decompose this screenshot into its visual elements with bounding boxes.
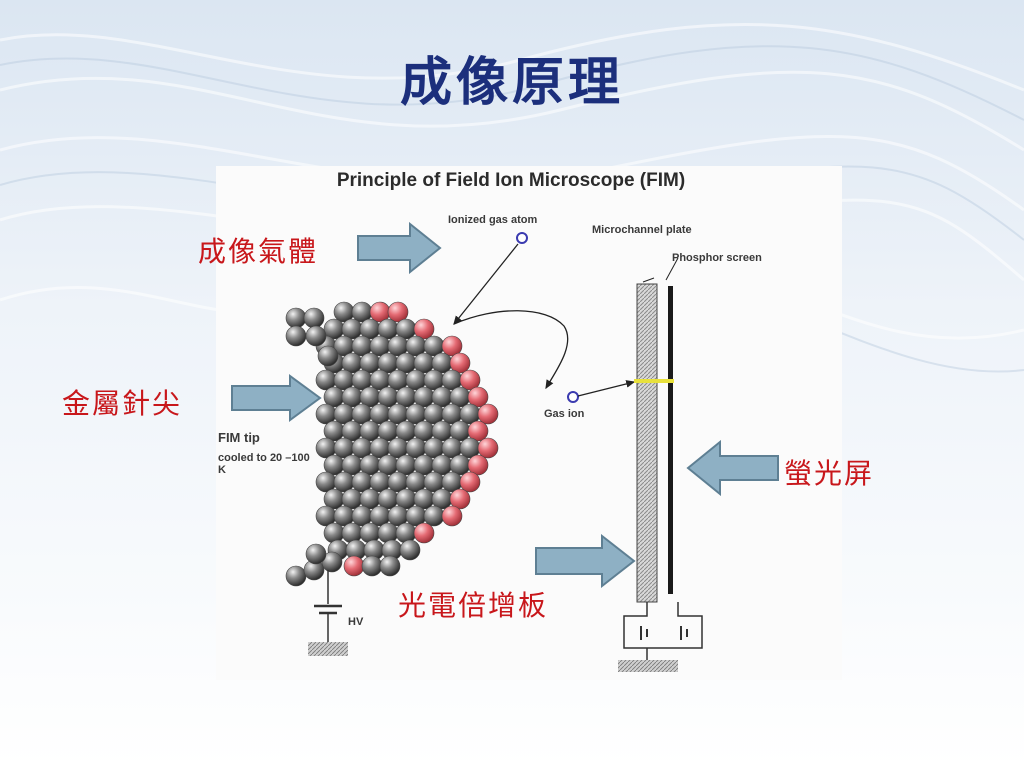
tip-atom: [317, 345, 339, 367]
cooled-label: cooled to 20 –100 K: [218, 452, 310, 476]
fim-diagram-graphic: [285, 232, 703, 672]
tip-atom: [285, 325, 307, 347]
phosphor-screen-annotation: 螢光屏: [784, 457, 875, 490]
surface-atom: [459, 471, 481, 493]
fim-diagram: Principle of Field Ion Microscope (FIM): [216, 166, 842, 680]
surface-atom: [441, 335, 463, 357]
slide-title: 成像原理: [399, 52, 624, 113]
tip-atom: [341, 522, 363, 544]
surface-atom: [459, 369, 481, 391]
mcp-batteries: [640, 626, 688, 640]
phosphor-screen: [668, 286, 673, 594]
tip-atom: [395, 522, 417, 544]
mcp-ground: [618, 660, 678, 672]
surface-atom: [467, 420, 489, 442]
gas-ion-label: Gas ion: [544, 408, 585, 420]
surface-atom: [441, 505, 463, 527]
phosphor-screen-label: Phosphor screen: [672, 252, 762, 264]
surface-atom: [449, 488, 471, 510]
mcp-annotation: 光電倍增板: [398, 589, 549, 622]
surface-atom: [343, 555, 365, 577]
tip-atom: [359, 522, 381, 544]
tip-atom: [379, 555, 401, 577]
hopping-path: [453, 310, 569, 390]
tip-atom: [303, 307, 325, 329]
mcp-arrow: [535, 534, 636, 588]
gas-atom-icon: [516, 232, 528, 244]
metal-tip-arrow: [231, 374, 322, 422]
tip-atom: [399, 539, 421, 561]
surface-atom: [387, 301, 409, 323]
gas-approach-path: [453, 243, 519, 326]
ion-spot: [634, 379, 674, 383]
surface-atom: [413, 522, 435, 544]
hv-label: HV: [348, 616, 364, 628]
ionized-gas-atom-label: Ionized gas atom: [448, 214, 538, 226]
diagram-title: Principle of Field Ion Microscope (FIM): [336, 170, 686, 191]
screen-leader: [665, 257, 679, 281]
tip-atom: [423, 505, 445, 527]
microchannel-plate-label: Microchannel plate: [592, 224, 692, 236]
mcp-leader: [642, 277, 655, 283]
imaging-gas-annotation: 成像氣體: [198, 235, 319, 268]
surface-atom: [467, 386, 489, 408]
tip-ground: [308, 642, 348, 656]
tip-atom: [361, 555, 383, 577]
ion-path: [577, 380, 636, 397]
gas-ion-icon: [567, 391, 579, 403]
surface-atom: [477, 403, 499, 425]
microchannel-plate: [636, 283, 658, 603]
fim-tip-label: FIM tip: [218, 430, 260, 445]
tip-atom: [285, 307, 307, 329]
mcp-circuit: [623, 602, 703, 649]
tip-atom: [377, 522, 399, 544]
tip-atom: [323, 522, 345, 544]
tip-atoms: [285, 301, 499, 587]
tip-atom: [305, 325, 327, 347]
imaging-gas-arrow: [357, 222, 442, 274]
phosphor-screen-arrow: [686, 440, 779, 496]
tip-atom: [285, 565, 307, 587]
surface-atom: [449, 352, 471, 374]
tip-atom: [305, 543, 327, 565]
metal-tip-annotation: 金屬針尖: [62, 387, 183, 420]
surface-atom: [477, 437, 499, 459]
surface-atom: [413, 318, 435, 340]
surface-atom: [467, 454, 489, 476]
hv-battery: [314, 604, 342, 615]
